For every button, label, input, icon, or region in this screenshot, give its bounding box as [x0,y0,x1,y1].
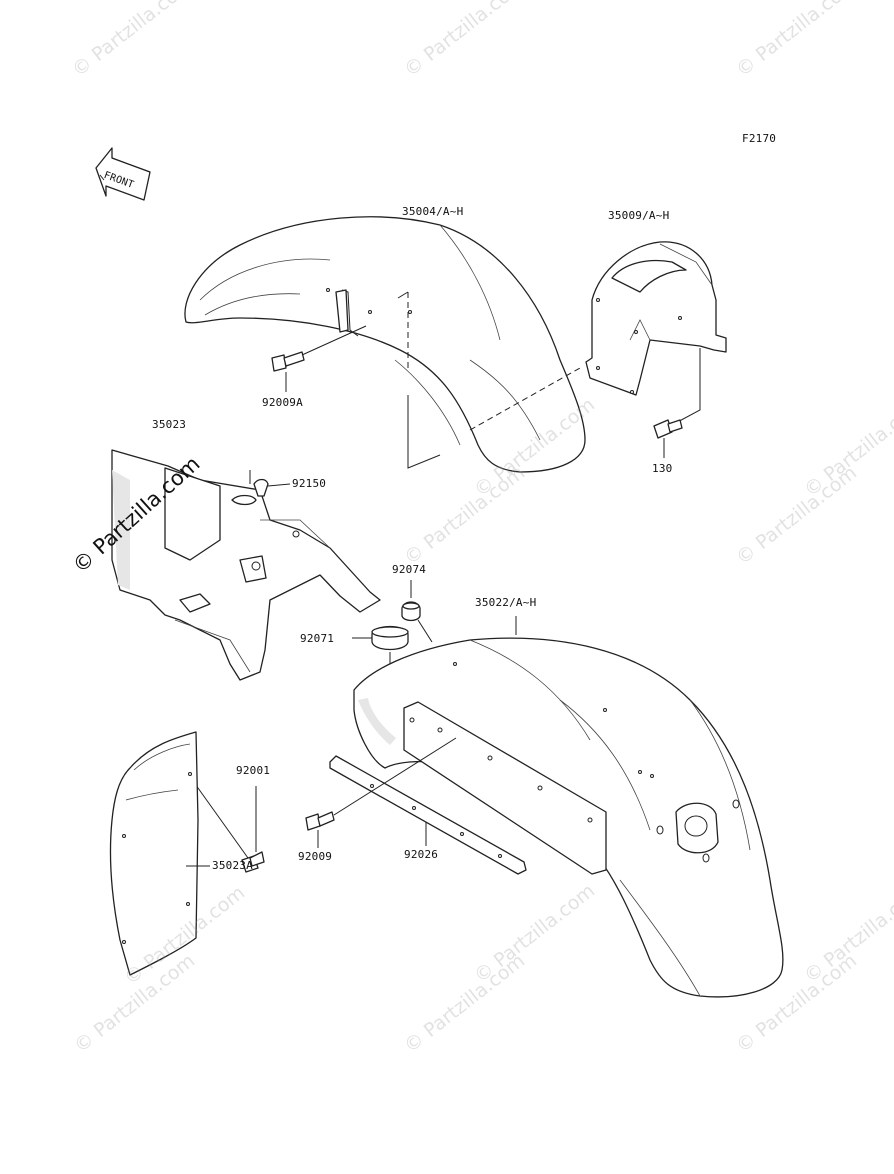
bolt-92009-icon [305,811,335,831]
part-label-35023: 35023 [152,418,187,431]
rear-frame-bracket-35023 [111,449,381,681]
grommet-92074-icon [401,601,421,622]
part-label-35022: 35022/A~H [475,596,537,609]
front-fender-35004 [184,216,586,473]
bolt-130-icon [653,419,683,439]
bolt-92009a-icon [271,351,305,372]
part-label-35023a: 35023A [212,859,253,872]
bolt-92001-icon [241,851,265,873]
diagram-code-label: F2170 [742,132,777,145]
rear-flap-35023a [109,731,199,976]
part-label-92001: 92001 [236,764,271,777]
rear-fender-35022 [353,637,784,998]
part-label-92074: 92074 [392,563,427,576]
part-label-92009: 92009 [298,850,333,863]
grommet-92150-icon [253,478,269,497]
plate-92026 [329,755,527,875]
part-label-35004: 35004/A~H [402,205,464,218]
part-label-92150: 92150 [292,477,327,490]
part-label-130: 130 [652,462,673,475]
part-label-35009: 35009/A~H [608,209,670,222]
part-label-92071: 92071 [300,632,335,645]
fender-bracket-35009 [585,241,727,396]
part-label-92009a: 92009A [262,396,303,409]
damper-92071-icon [371,625,409,651]
front-arrow-icon [95,147,151,201]
part-label-92026: 92026 [404,848,439,861]
